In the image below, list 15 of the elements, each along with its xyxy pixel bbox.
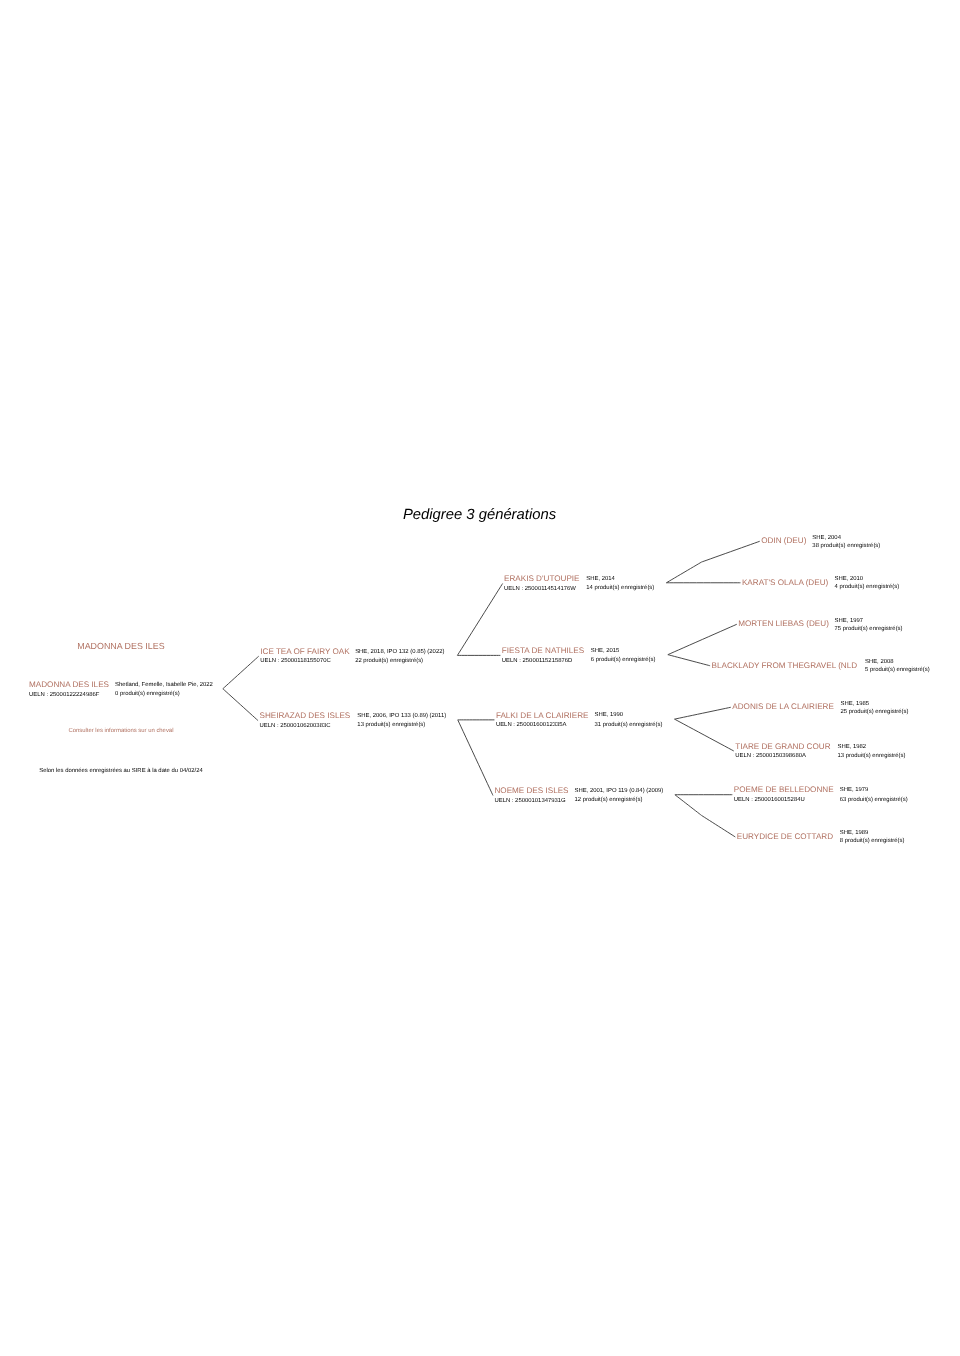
connector [674,706,732,720]
connector [456,583,504,656]
connector [674,794,736,838]
connector [222,655,260,690]
connector [674,718,735,752]
connector [665,582,741,584]
connector [667,623,738,656]
connector [222,688,259,722]
connector [674,794,733,796]
diagram-title: Pedigree 3 générations [402,505,557,524]
connector [457,719,495,721]
connector [665,540,761,584]
connector [667,654,711,667]
connector [456,654,501,656]
connector [457,719,494,796]
